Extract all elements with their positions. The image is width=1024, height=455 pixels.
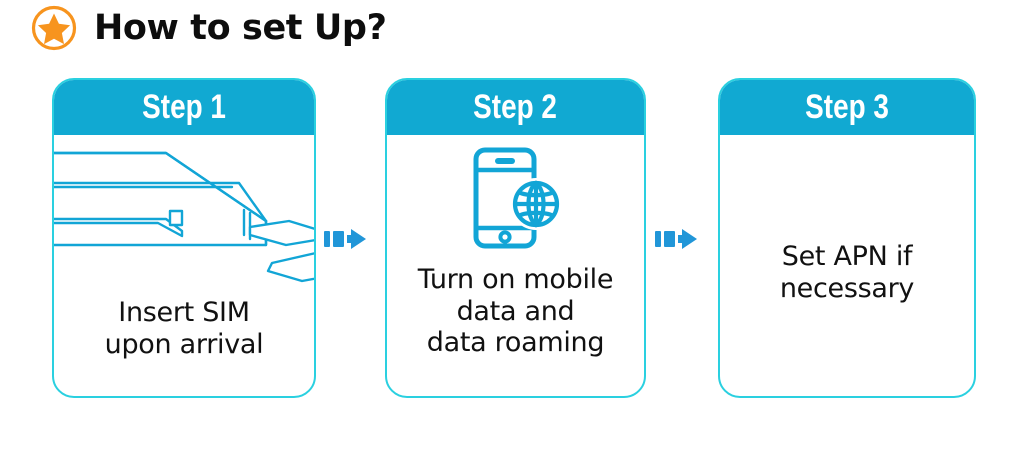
step-1-body: Insert SIM upon arrival [54,135,314,396]
step-2-header-label: Step 2 [473,87,558,126]
step-3-body: Set APN if necessary [720,135,974,396]
step-2-body: Turn on mobile data and data roaming [387,135,644,396]
step-3-header-label: Step 3 [805,87,889,126]
step-2-caption-line-2: data and [456,295,575,327]
step-1-header-label: Step 1 [142,87,226,126]
step-3-art-placeholder [720,135,974,215]
step-card-1: Step 1 [52,78,316,398]
step-1-caption: Insert SIM upon arrival [54,297,314,360]
steps-flow: Step 1 [0,78,1024,400]
step-3-header: Step 3 [720,80,974,135]
step-3-caption-line-1: Set APN if [781,241,913,272]
step-2-caption-line-1: Turn on mobile [417,264,614,295]
phone-globe-icon [387,135,644,260]
page-header: How to set Up? [30,2,387,54]
step-3-caption: Set APN if necessary [720,241,974,304]
step-card-3: Step 3 Set APN if necessary [718,78,976,398]
step-1-caption-line-2: upon arrival [104,328,264,360]
sim-tray-icon [54,135,314,287]
step-2-caption: Turn on mobile data and data roaming [387,264,644,359]
star-icon [30,4,78,52]
step-1-caption-line-1: Insert SIM [118,297,250,328]
step-1-header: Step 1 [54,80,314,135]
step-2-header: Step 2 [387,80,644,135]
step-card-2: Step 2 [385,78,646,398]
step-3-caption-line-2: necessary [779,272,915,304]
step-2-caption-line-3: data roaming [426,327,605,359]
connector-arrow-1 [324,225,368,253]
page-title: How to set Up? [94,7,387,48]
connector-arrow-2 [655,225,699,253]
